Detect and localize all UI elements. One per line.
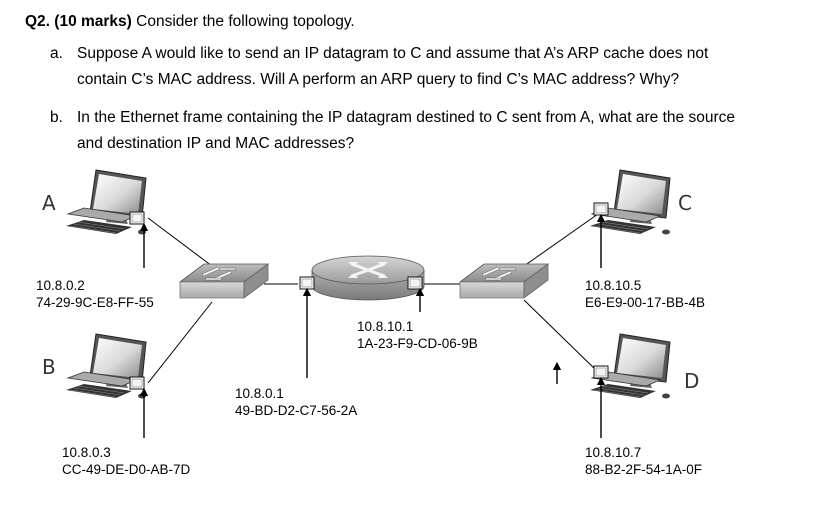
item-line: contain C’s MAC address. Will A perform …	[77, 71, 680, 88]
router-right-mac: 1A-23-F9-CD-06-9B	[357, 336, 478, 351]
host-a-ip: 10.8.0.2	[36, 278, 85, 293]
router-port-left-icon	[299, 276, 315, 290]
router-icon	[310, 254, 426, 302]
port-c-icon	[593, 202, 609, 216]
host-b-name: B	[42, 355, 56, 379]
host-b-mac: CC-49-DE-D0-AB-7D	[62, 462, 191, 477]
computer-a-icon	[65, 169, 147, 235]
pointer-arrows	[139, 213, 606, 438]
host-b-ip: 10.8.0.3	[62, 445, 111, 460]
host-c-mac: E6-E9-00-17-BB-4B	[585, 295, 705, 310]
question-header: Q2. (10 marks) Consider the following to…	[25, 13, 355, 31]
item-line: Suppose A would like to send an IP datag…	[77, 45, 709, 62]
switch-left-icon	[179, 263, 269, 299]
port-d-icon	[593, 365, 609, 379]
host-d-name: D	[684, 369, 699, 393]
router-left-mac: 49-BD-D2-C7-56-2A	[235, 403, 357, 418]
switch-right-icon	[459, 263, 549, 299]
question-intro: Consider the following topology.	[136, 13, 355, 30]
host-a-mac: 74-29-9C-E8-FF-55	[36, 295, 154, 310]
host-a-name: A	[42, 191, 56, 215]
link-lines	[147, 213, 599, 384]
item-line: In the Ethernet frame containing the IP …	[77, 109, 735, 126]
router-port-right-icon	[407, 276, 423, 290]
item-marker: b.	[50, 109, 63, 126]
computer-c-icon	[589, 169, 671, 235]
item-marker: a.	[50, 45, 63, 62]
router-right-ip: 10.8.10.1	[357, 319, 413, 334]
question-label: Q2. (10 marks)	[25, 13, 132, 30]
host-d-mac: 88-B2-2F-54-1A-0F	[585, 462, 702, 477]
item-line: and destination IP and MAC addresses?	[77, 135, 355, 152]
port-a-icon	[129, 211, 145, 225]
port-b-icon	[129, 376, 145, 390]
router-left-ip: 10.8.0.1	[235, 386, 284, 401]
host-c-ip: 10.8.10.5	[585, 278, 641, 293]
host-d-ip: 10.8.10.7	[585, 445, 641, 460]
host-c-name: C	[678, 191, 692, 215]
